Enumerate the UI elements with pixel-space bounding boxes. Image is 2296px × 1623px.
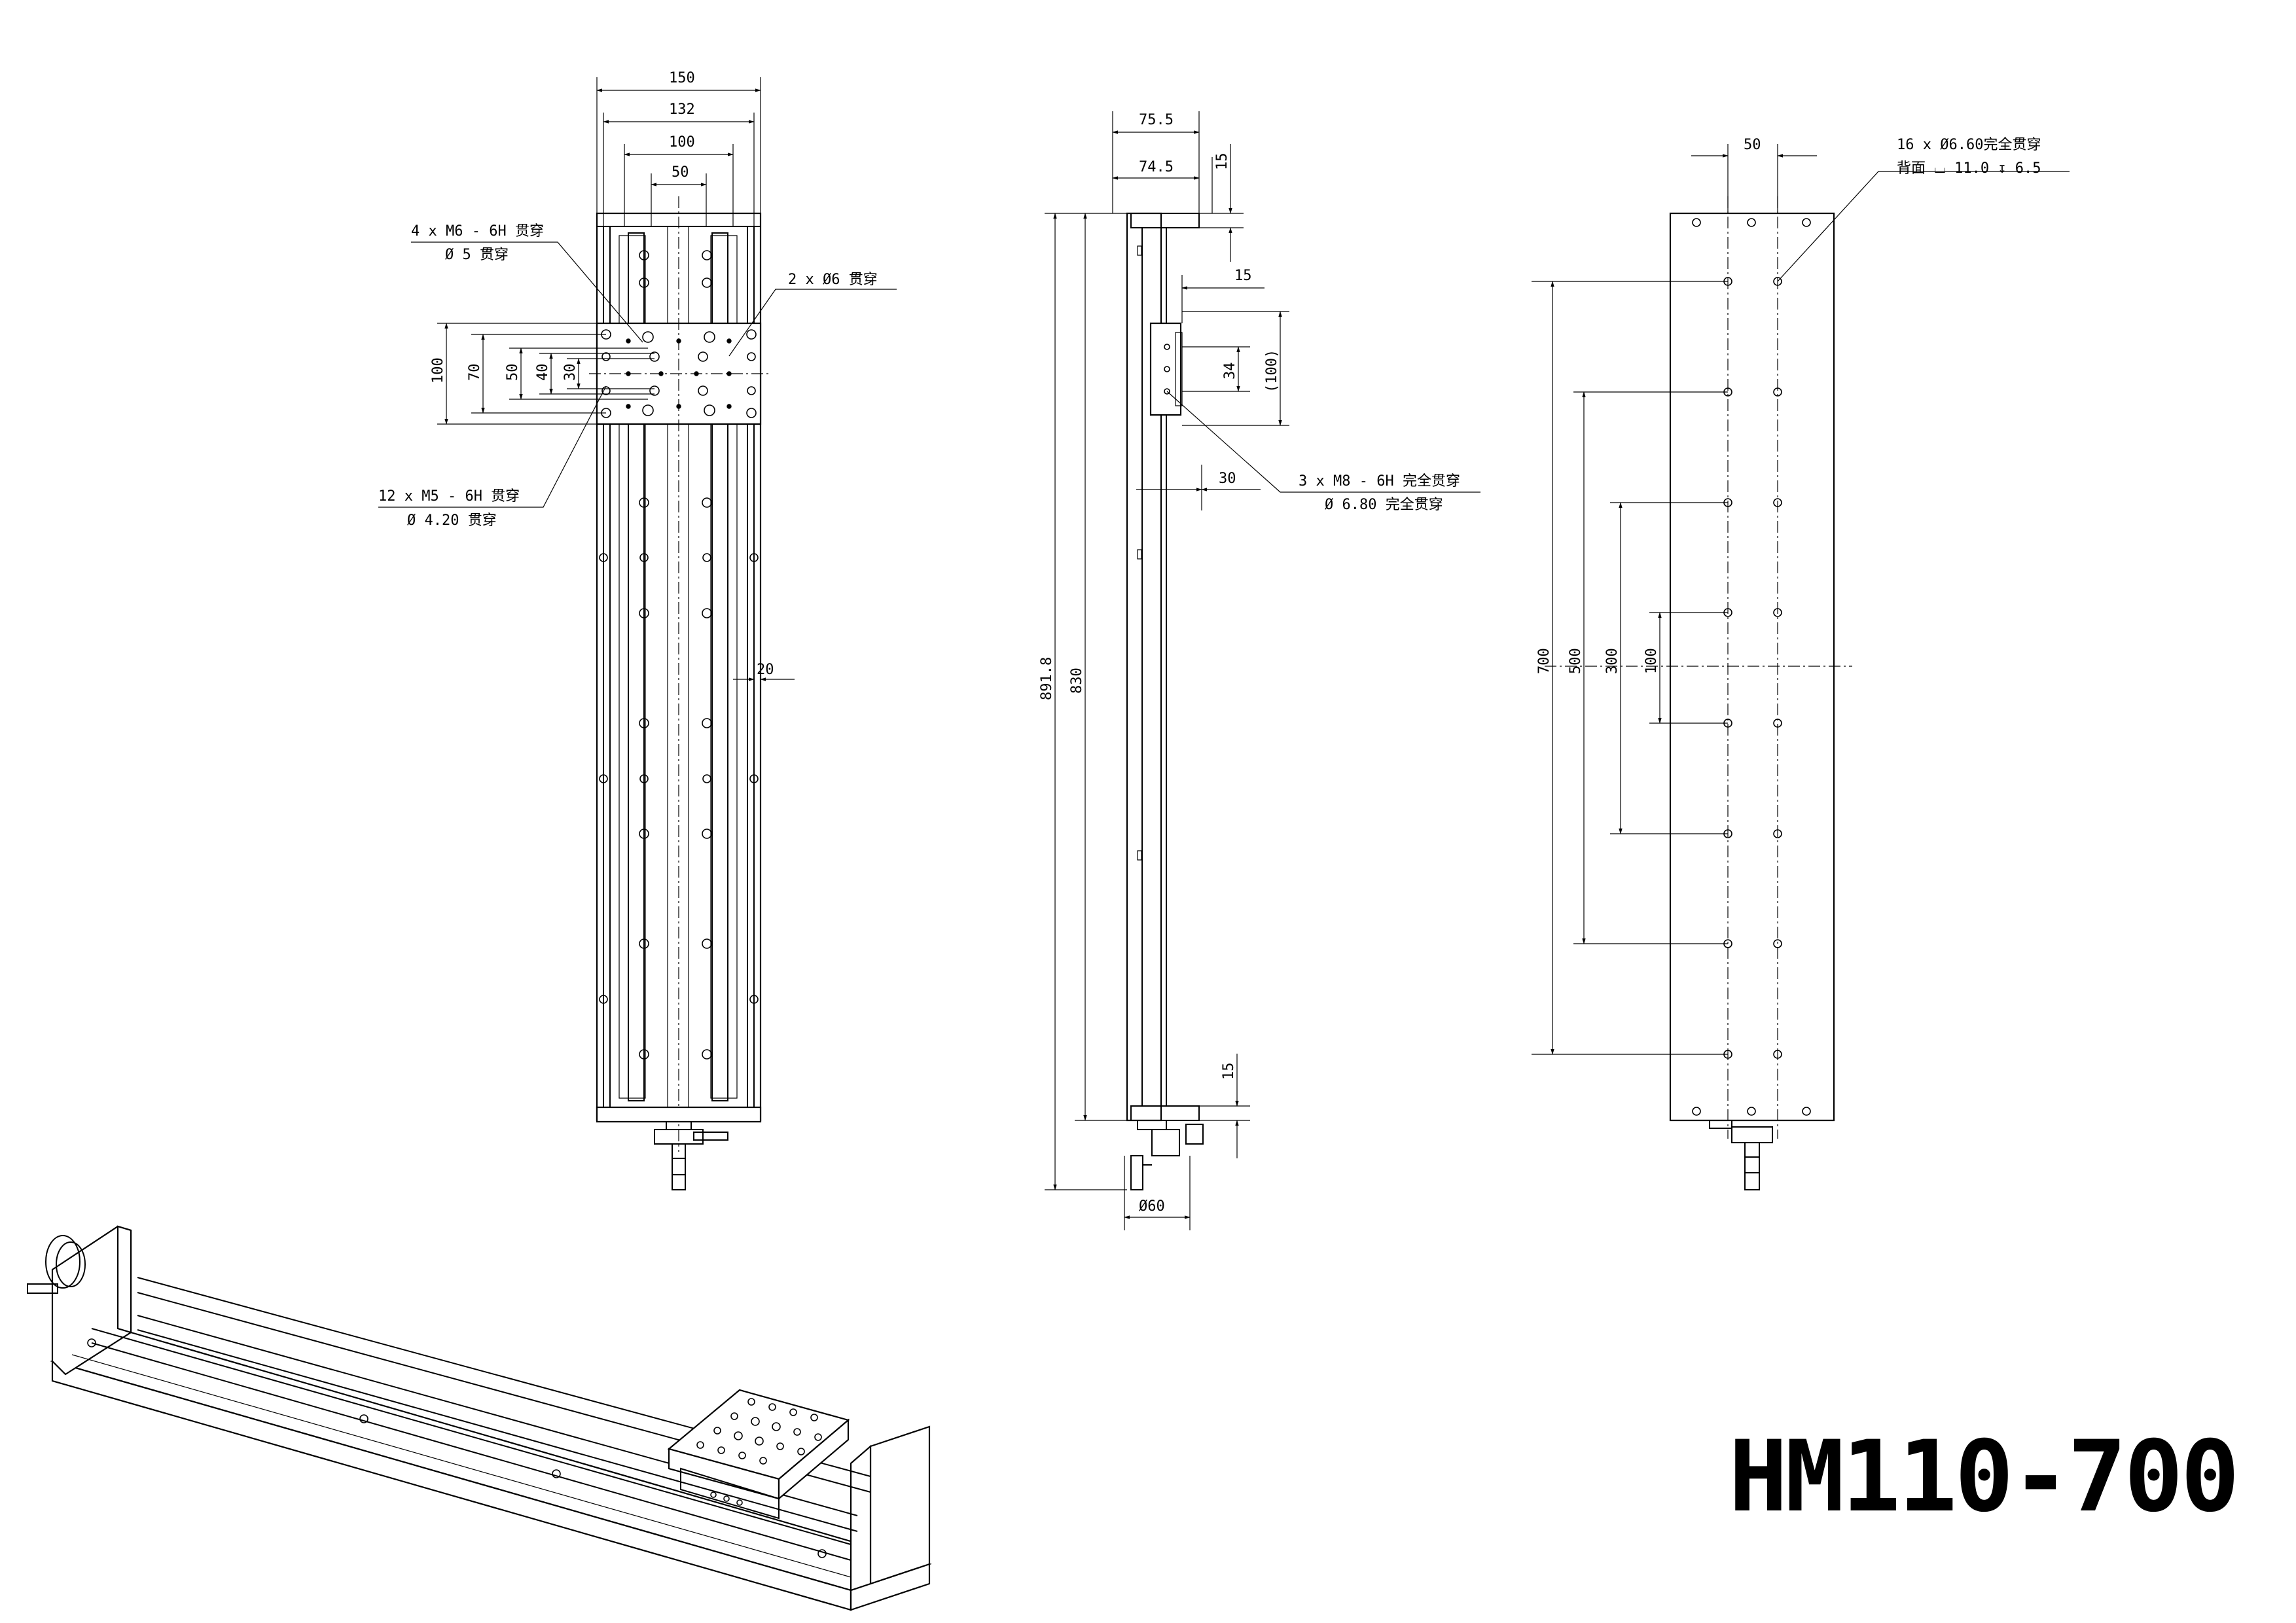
dim-74-5: 74.5 [1139, 159, 1174, 175]
note-m8-bore: Ø 6.80 完全贯穿 [1325, 497, 1443, 513]
dim-100-width: 100 [669, 134, 695, 151]
note-m6-bore: Ø 5 贯穿 [445, 247, 509, 263]
dim-50-back: 50 [1744, 137, 1761, 153]
dim-15-bottom: 15 [1221, 1063, 1237, 1080]
left-rail [628, 233, 644, 1101]
note-d6: 2 x Ø6 贯穿 [788, 272, 878, 288]
note-m5-bore: Ø 4.20 贯穿 [407, 512, 497, 529]
right-rail [712, 233, 728, 1101]
dim-30-height: 30 [562, 364, 579, 382]
note-m5: 12 x M5 - 6H 贯穿 [378, 488, 520, 505]
handwheel-side [1131, 1120, 1203, 1190]
isometric-view [27, 1226, 929, 1610]
dim-40: 40 [535, 364, 551, 382]
end-block [597, 1107, 761, 1122]
dim-dia60: Ø60 [1139, 1198, 1165, 1215]
side-carriage [1151, 323, 1181, 415]
dim-34: 34 [1222, 363, 1238, 380]
back-plate-outline [1670, 213, 1834, 1120]
note-16-holes: 16 x Ø6.60完全贯穿 [1897, 137, 2041, 153]
dim-100-back: 100 [1643, 648, 1660, 674]
dim-830: 830 [1069, 668, 1085, 694]
model-title: HM110-700 [1729, 1420, 2240, 1534]
note-m8: 3 x M8 - 6H 完全贯穿 [1299, 473, 1460, 490]
dim-75-5: 75.5 [1139, 112, 1174, 128]
note-m6: 4 x M6 - 6H 贯穿 [411, 223, 544, 240]
handwheel-front [655, 1122, 728, 1190]
dim-50-width: 50 [672, 164, 689, 181]
handwheel-iso [27, 1235, 86, 1293]
iso-carriage-holes [697, 1399, 821, 1505]
dim-300: 300 [1604, 648, 1621, 674]
note-counterbore: 背面 ⌴ 11.0 ↧ 6.5 [1897, 160, 2041, 177]
dim-20: 20 [757, 662, 774, 678]
front-view: 150 132 100 50 100 70 50 40 30 20 4 x M6… [378, 70, 897, 1190]
dim-100-height: 100 [430, 357, 446, 383]
back-view: 50 700 500 300 100 16 x Ø6.60完全贯穿 背面 ⌴ 1… [1532, 137, 2070, 1190]
carriage-holes [601, 330, 756, 418]
handwheel-back [1710, 1120, 1772, 1190]
side-view: 75.5 74.5 15 15 34 (100) 30 15 891.8 83 [1039, 111, 1480, 1230]
dim-891-8: 891.8 [1039, 657, 1055, 700]
dim-500: 500 [1568, 648, 1584, 674]
dim-15-mid: 15 [1234, 268, 1252, 284]
rail-holes [600, 251, 758, 1059]
dim-30-side: 30 [1219, 471, 1236, 487]
dim-700: 700 [1536, 648, 1552, 674]
dim-150: 150 [669, 70, 695, 86]
dim-50-height: 50 [505, 364, 521, 382]
dim-70: 70 [467, 364, 483, 382]
dim-15-top: 15 [1214, 153, 1230, 171]
dim-132: 132 [669, 101, 695, 118]
dim-100-paren: (100) [1264, 349, 1280, 393]
